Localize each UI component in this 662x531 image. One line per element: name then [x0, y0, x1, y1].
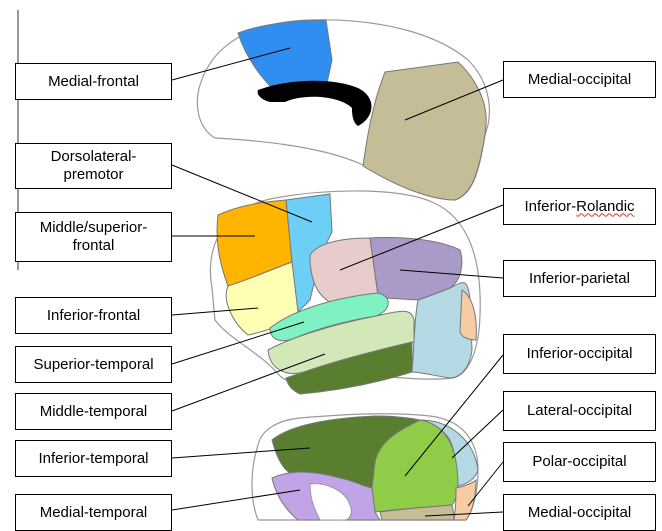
label-medial-occipital-bottom: Medial-occipital: [503, 494, 656, 531]
label-dorsolateral-premotor-line1: Dorsolateral-: [51, 148, 137, 166]
label-superior-temporal: Superior-temporal: [15, 346, 172, 383]
label-inferior-rolandic-prefix: Inferior-: [524, 198, 576, 216]
label-inferior-frontal: Inferior-frontal: [15, 297, 172, 334]
region-polar-occipital-side: [460, 290, 476, 340]
medial-brain-view: [197, 20, 489, 200]
label-inferior-parietal: Inferior-parietal: [503, 260, 656, 297]
region-corpus-callosum: [258, 81, 372, 126]
label-lateral-occipital: Lateral-occipital: [503, 391, 656, 431]
label-inferior-rolandic: Inferior-Rolandic: [503, 188, 656, 225]
label-dorsolateral-premotor: Dorsolateral- premotor: [15, 143, 172, 189]
label-inferior-temporal: Inferior-temporal: [15, 440, 172, 477]
label-middle-superior-frontal-line2: frontal: [73, 237, 115, 255]
label-polar-occipital: Polar-occipital: [503, 442, 656, 482]
label-middle-temporal: Middle-temporal: [15, 393, 172, 430]
region-medial-occipital-top: [363, 62, 486, 200]
region-medial-frontal: [238, 20, 332, 88]
ventral-brain-view: [252, 414, 478, 520]
label-inferior-rolandic-suffix: Rolandic: [576, 198, 634, 216]
label-middle-superior-frontal-line1: Middle/superior-: [40, 219, 148, 237]
lateral-brain-view: [210, 191, 480, 394]
label-inferior-occipital: Inferior-occipital: [503, 334, 656, 374]
label-medial-occipital-top: Medial-occipital: [503, 61, 656, 98]
label-dorsolateral-premotor-line2: premotor: [63, 166, 123, 184]
label-medial-frontal: Medial-frontal: [15, 63, 172, 100]
label-medial-temporal: Medial-temporal: [15, 494, 172, 531]
label-middle-superior-frontal: Middle/superior- frontal: [15, 212, 172, 262]
